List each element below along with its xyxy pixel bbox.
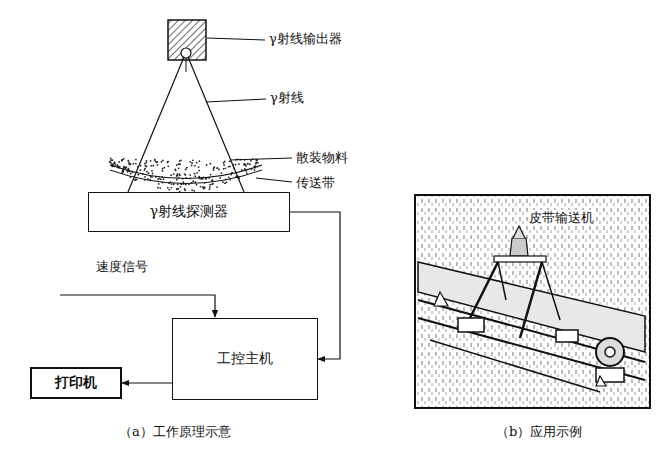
gamma-beam [186, 58, 187, 72]
leader-line [207, 38, 265, 40]
printer-box: 打印机 [30, 367, 122, 399]
gamma-beam [188, 57, 244, 192]
component-label: 传送带 [295, 175, 336, 191]
node-text: γ射线探测器 [150, 203, 228, 221]
leader-line [206, 99, 266, 102]
component-label: 散装物料 [295, 150, 349, 166]
leader-line [230, 158, 292, 160]
leader-line [256, 178, 292, 182]
bulk-material [109, 158, 259, 193]
source-aperture [181, 48, 191, 58]
component-label: γ射线输出器 [268, 31, 343, 47]
caption: （b）应用示例 [495, 424, 583, 440]
detector-box: γ射线探测器 [88, 192, 290, 232]
node-text: 打印机 [55, 374, 97, 392]
signal-label: 速度信号 [95, 259, 149, 275]
node-text: 工控主机 [217, 350, 273, 368]
component-label: 皮带输送机 [528, 210, 595, 226]
gamma-beam [128, 57, 184, 192]
gamma-source [168, 20, 206, 60]
signal-line [60, 295, 215, 317]
connector-arrow [122, 382, 172, 383]
caption: （a）工作原理示意 [118, 424, 232, 440]
conveyor-belt [110, 170, 262, 184]
photo-frame [415, 195, 650, 408]
component-label: γ射线 [269, 90, 305, 106]
controller-box: 工控主机 [172, 318, 318, 400]
belt-conveyor [418, 226, 645, 392]
